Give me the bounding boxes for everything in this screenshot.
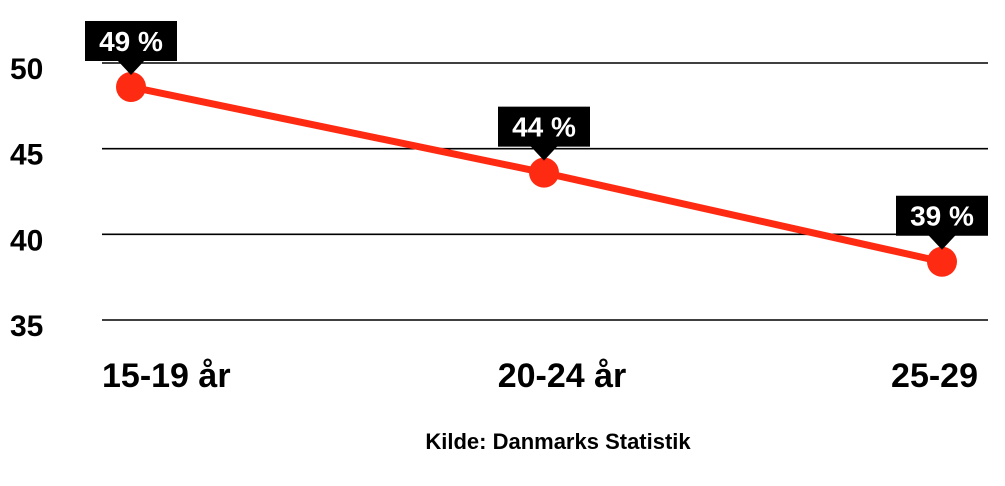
data-label: 44 % xyxy=(498,106,590,161)
data-label-box xyxy=(896,195,988,236)
y-tick-label: 45 xyxy=(10,139,43,172)
data-label-text: 49 % xyxy=(99,26,163,57)
y-tick-label: 35 xyxy=(10,310,43,343)
x-axis-ticks: 15-19 år 20-24 år 25-29 xyxy=(102,357,978,395)
x-tick-label: 25-29 xyxy=(891,357,978,395)
data-point xyxy=(529,157,559,188)
data-label-box xyxy=(498,106,590,147)
data-label-pointer xyxy=(928,234,956,250)
series-layer xyxy=(116,71,957,277)
x-tick-label: 15-19 år xyxy=(102,357,231,395)
y-tick-label: 50 xyxy=(10,53,43,86)
data-labels: 49 % 44 % 39 % xyxy=(85,20,988,250)
data-point xyxy=(116,71,146,102)
data-label-pointer xyxy=(530,145,558,161)
source-note: Kilde: Danmarks Statistik xyxy=(425,429,691,454)
data-label: 49 % xyxy=(85,20,177,75)
y-tick-label: 40 xyxy=(10,224,43,257)
y-axis-ticks: 50 45 40 35 xyxy=(10,53,43,343)
data-label-box xyxy=(85,20,177,61)
data-label: 39 % xyxy=(896,195,988,250)
gridlines xyxy=(102,62,988,321)
data-label-text: 44 % xyxy=(512,112,576,143)
data-point xyxy=(927,246,957,277)
data-label-text: 39 % xyxy=(910,201,974,232)
data-label-pointer xyxy=(117,59,145,75)
x-tick-label: 20-24 år xyxy=(498,357,627,395)
